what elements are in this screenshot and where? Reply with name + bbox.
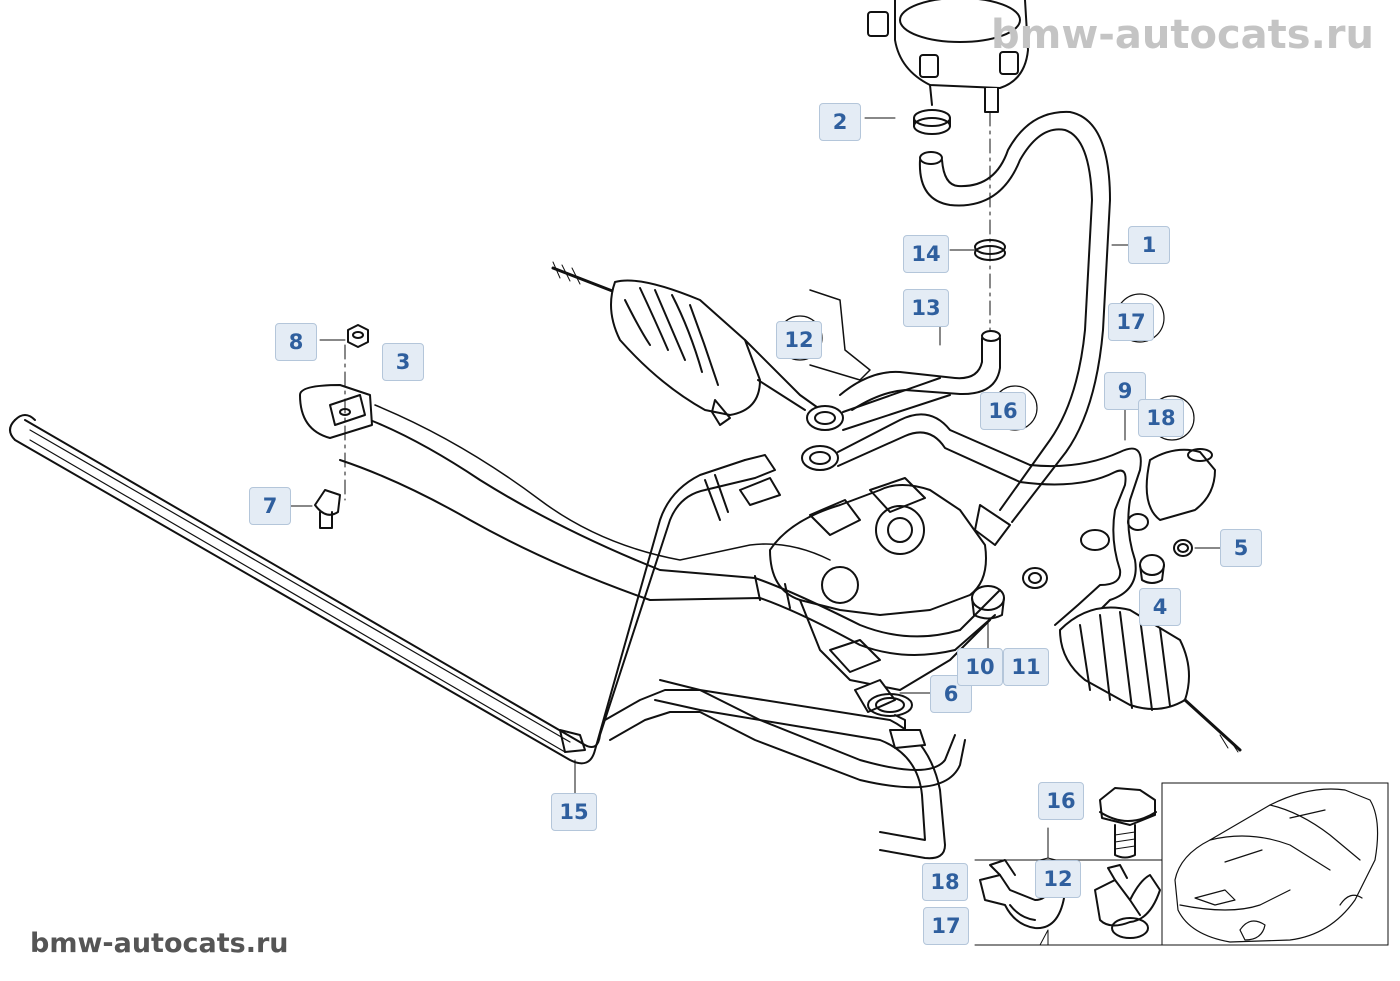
flange-bolt-16-detail [1099, 787, 1157, 859]
callout-18[interactable]: 18 [1138, 399, 1184, 437]
callout-14[interactable]: 14 [903, 235, 949, 273]
hex-nut-8 [347, 324, 369, 348]
detail-callout-12[interactable]: 12 [1035, 860, 1081, 898]
callout-3[interactable]: 3 [382, 343, 424, 381]
callout-16[interactable]: 16 [980, 392, 1026, 430]
watermark-bottom: bmw-autocats.ru [30, 928, 289, 959]
watermark-top: bmw-autocats.ru [991, 12, 1374, 58]
fittings-right [1080, 513, 1149, 551]
callout-6[interactable]: 6 [930, 675, 972, 713]
hose-clamp-14 [974, 239, 1006, 261]
hose-bracket-3 [299, 384, 373, 439]
return-hose-1 [918, 110, 1111, 546]
fluid-reservoir [867, 0, 1029, 113]
callout-10[interactable]: 10 [957, 648, 1003, 686]
seal-ring-11 [1022, 567, 1048, 589]
detail-callout-18[interactable]: 18 [922, 863, 968, 901]
callout-4[interactable]: 4 [1139, 588, 1181, 626]
detail-callout-17[interactable]: 17 [923, 907, 969, 945]
hose-clip-12-detail [1094, 864, 1161, 939]
rack-fittings [801, 377, 1031, 483]
steering-rack [551, 261, 871, 426]
callout-15[interactable]: 15 [551, 793, 597, 831]
car-silhouette [1174, 788, 1379, 943]
cooler-hose-upper [374, 404, 831, 561]
callout-12[interactable]: 12 [776, 321, 822, 359]
pressure-hose-9 [1019, 447, 1142, 641]
callout-1[interactable]: 1 [1128, 226, 1170, 264]
callout-17[interactable]: 17 [1108, 303, 1154, 341]
seal-ring-5 [1173, 539, 1193, 557]
hose-clamp-2 [913, 109, 951, 135]
hose-13 [839, 330, 1001, 411]
rack-right-end [1059, 448, 1242, 753]
callout-11[interactable]: 11 [1003, 648, 1049, 686]
hose-clip-18-detail [979, 859, 1066, 930]
callout-2[interactable]: 2 [819, 103, 861, 141]
banjo-bolt-4 [1139, 554, 1165, 584]
callout-7[interactable]: 7 [249, 487, 291, 525]
callout-8[interactable]: 8 [275, 323, 317, 361]
bolt-7 [314, 489, 341, 529]
callout-13[interactable]: 13 [903, 289, 949, 327]
detail-callout-16[interactable]: 16 [1038, 782, 1084, 820]
callout-5[interactable]: 5 [1220, 529, 1262, 567]
outlet-pipe-6 [654, 679, 946, 860]
